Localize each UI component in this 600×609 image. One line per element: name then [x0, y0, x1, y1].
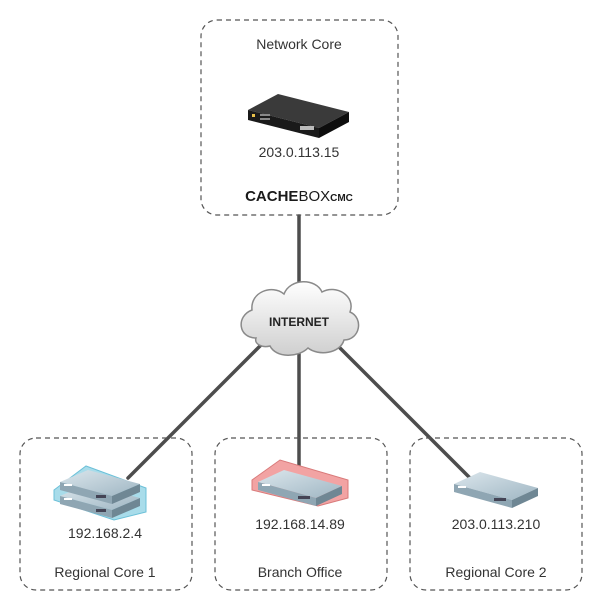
cachebox-cmc-logo: CACHEBOXCMC — [245, 188, 353, 205]
branch-appliance-icon — [251, 459, 349, 507]
cloud-label: INTERNET — [269, 315, 330, 329]
stacked-appliance-icon — [53, 465, 147, 521]
device-ip: 203.0.113.15 — [259, 144, 340, 160]
group-regional-core-2: 203.0.113.210 Regional Core 2 — [409, 437, 583, 591]
link-internet-regional-core-1 — [126, 342, 264, 480]
group-border — [409, 437, 583, 591]
logo-part-bold: CACHE — [245, 188, 298, 205]
device-ip: 203.0.113.210 — [452, 516, 541, 532]
cloud-icon — [240, 281, 360, 356]
connection-links — [126, 214, 472, 480]
group-regional-core-1: 192.168.2.4 Regional Core 1 — [19, 437, 193, 591]
group-title: Branch Office — [258, 564, 343, 580]
internet-cloud: INTERNET — [240, 281, 360, 356]
group-title: Regional Core 2 — [445, 564, 546, 580]
group-network-core: Network Core 203.0.113.15 CACHEBOXCMC — [200, 19, 399, 216]
group-border — [200, 19, 399, 216]
device-ip: 192.168.14.89 — [255, 516, 345, 532]
regional-appliance-icon — [454, 472, 538, 508]
link-internet-regional-core-2 — [334, 342, 472, 480]
device-ip: 192.168.2.4 — [68, 525, 142, 541]
logo-part-suffix: CMC — [330, 193, 353, 204]
group-border — [214, 437, 388, 591]
core-appliance-icon — [248, 94, 349, 138]
group-branch-office: 192.168.14.89 Branch Office — [214, 437, 388, 591]
logo-part-light: BOX — [298, 188, 330, 205]
group-title: Network Core — [256, 36, 342, 52]
group-title: Regional Core 1 — [54, 564, 155, 580]
group-border — [19, 437, 193, 591]
